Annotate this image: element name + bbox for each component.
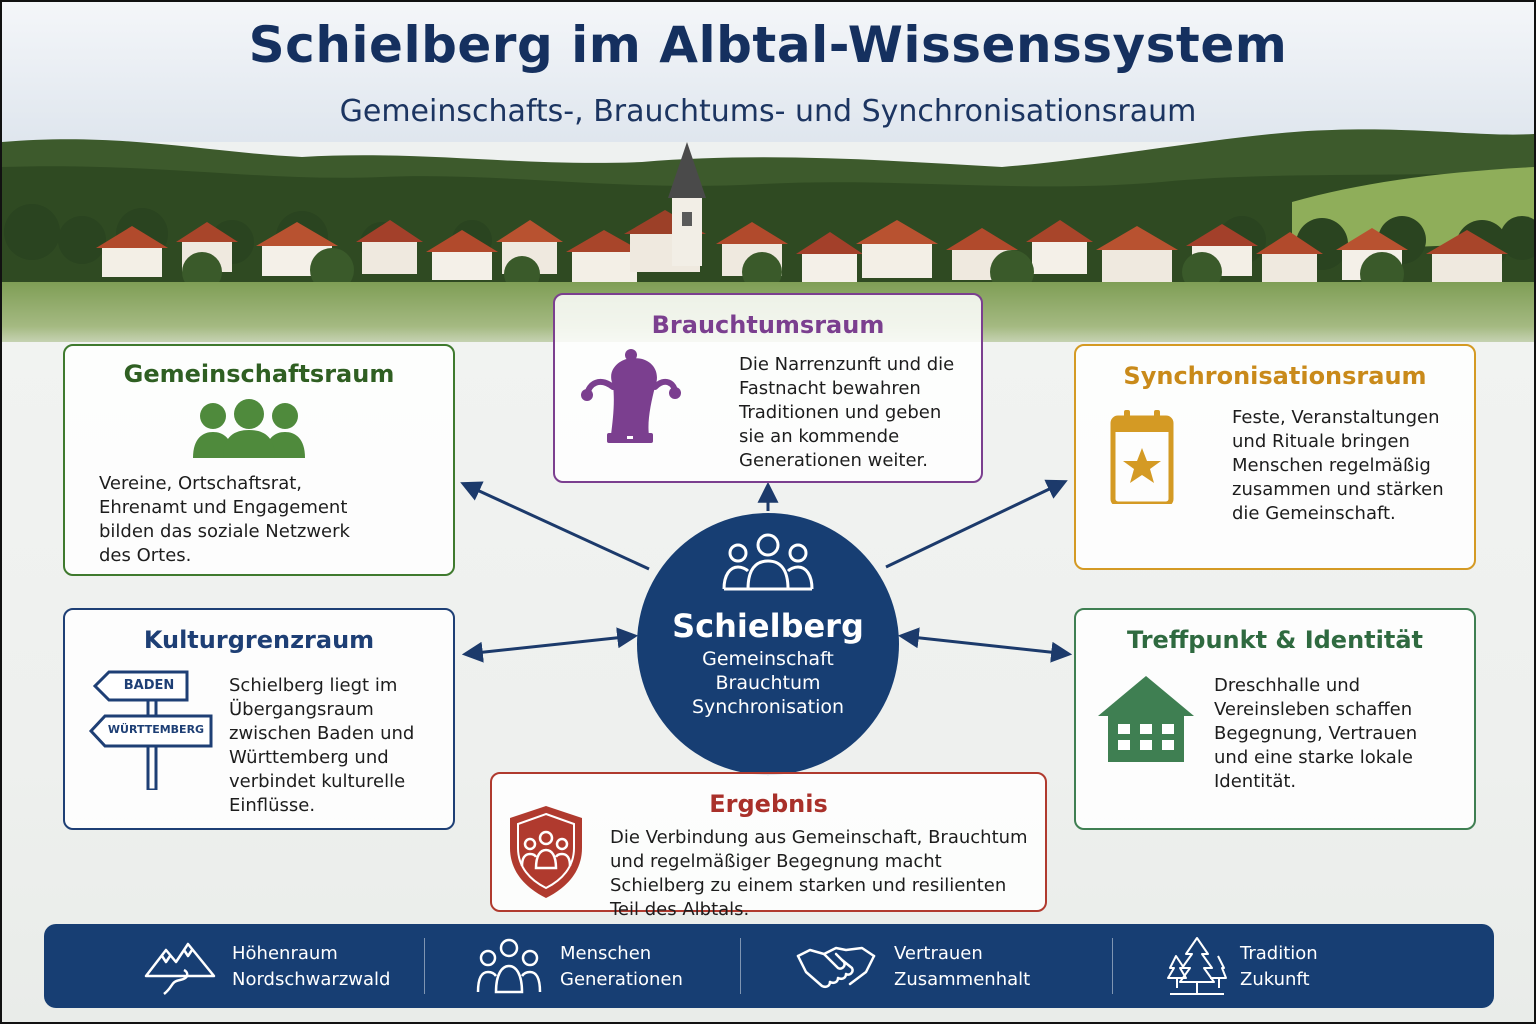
footer-line1: Höhenraum: [232, 943, 338, 964]
footer-line2: Zusammenhalt: [894, 969, 1031, 990]
box-kulturgrenzraum-text: Schielberg liegt im Übergangsraum zwisch…: [229, 675, 415, 816]
people-outline-icon: [722, 533, 814, 591]
page-subtitle: Gemeinschafts-, Brauchtums- und Synchron…: [339, 94, 1197, 129]
house-icon: [1098, 676, 1194, 762]
box-brauchtumsraum-title: Brauchtumsraum: [651, 311, 885, 339]
people-icon: [193, 399, 305, 458]
footer-item-menschen: Menschen Generationen: [424, 924, 740, 1008]
footer-divider: [740, 938, 741, 994]
box-gemeinschaftsraum-text: Vereine, Ortschaftsrat, Ehrenamt und Eng…: [99, 473, 350, 566]
center-schielberg: Schielberg Gemeinschaft Brauchtum Synchr…: [637, 513, 899, 775]
box-ergebnis-title: Ergebnis: [709, 790, 828, 818]
box-gemeinschaftsraum: Gemeinschaftsraum Vereine, Ortschaftsrat…: [63, 344, 455, 576]
center-line-brauchtum: Brauchtum: [715, 672, 821, 694]
footer-line1: Menschen: [560, 943, 652, 964]
box-brauchtumsraum-text: Die Narrenzunft und die Fastnacht bewahr…: [739, 354, 955, 471]
arrow-treffpunkt: [897, 627, 1073, 663]
arrow-to-gemeinschaft: [460, 481, 650, 571]
footer-divider: [424, 938, 425, 994]
footer-item-tradition-text: Tradition Zukunft: [1240, 941, 1318, 993]
mountain-icon: [144, 942, 216, 995]
box-synchronisationsraum-text: Feste, Veranstaltungen und Rituale bring…: [1232, 407, 1444, 524]
box-synchronisationsraum: Synchronisationsraum Feste, Veranstaltun…: [1074, 344, 1476, 570]
footer-bar: Höhenraum Nordschwarzwald Menschen Gener…: [44, 924, 1494, 1008]
box-brauchtumsraum: Brauchtumsraum Die Narrenzunft und die F…: [553, 293, 983, 483]
calendar-star-icon: [1110, 410, 1174, 504]
footer-item-vertrauen-text: Vertrauen Zusammenhalt: [894, 941, 1030, 993]
box-treffpunkt-title: Treffpunkt & Identität: [1126, 626, 1424, 654]
sign-wuerttemberg: WÜRTTEMBERG: [107, 723, 205, 736]
box-kulturgrenzraum: Kulturgrenzraum BADEN WÜRTTEMBERG Schiel…: [63, 608, 455, 830]
footer-line1: Tradition: [1240, 943, 1318, 964]
footer-item-menschen-text: Menschen Generationen: [560, 941, 683, 993]
footer-divider: [1112, 938, 1113, 994]
box-synchronisationsraum-title: Synchronisationsraum: [1123, 362, 1427, 390]
center-line-synchronisation: Synchronisation: [691, 696, 845, 718]
sign-baden: BADEN: [123, 678, 175, 693]
box-treffpunkt-text: Dreschhalle und Vereinsleben schaffen Be…: [1214, 675, 1418, 792]
handshake-icon: [796, 946, 876, 989]
footer-line2: Generationen: [560, 969, 683, 990]
footer-item-tradition: Tradition Zukunft: [1112, 924, 1494, 1008]
arrow-kulturgrenze: [461, 627, 639, 663]
arrow-to-synchronisation: [885, 479, 1068, 569]
box-kulturgrenzraum-title: Kulturgrenzraum: [143, 626, 375, 654]
footer-line1: Vertrauen: [894, 943, 983, 964]
sky: [2, 2, 1534, 142]
trees-icon: [1167, 937, 1227, 995]
signpost-icon: BADEN WÜRTTEMBERG: [87, 664, 217, 790]
footer-item-hoehenraum-text: Höhenraum Nordschwarzwald: [232, 941, 390, 993]
footer-line2: Nordschwarzwald: [232, 969, 391, 990]
box-treffpunkt-identitaet: Treffpunkt & Identität Dreschhalle und V…: [1074, 608, 1476, 830]
box-ergebnis: Ergebnis Die Verbindung aus Gemeinschaft…: [490, 772, 1047, 920]
box-ergebnis-text: Die Verbindung aus Gemeinschaft, Braucht…: [610, 827, 1028, 920]
box-gemeinschaftsraum-title: Gemeinschaftsraum: [123, 360, 395, 388]
people-icon: [476, 938, 542, 994]
village-landscape-illustration: [2, 129, 1534, 362]
shield-people-icon: [510, 806, 582, 898]
center-line-gemeinschaft: Gemeinschaft: [702, 648, 834, 670]
page-title: Schielberg im Albtal-Wissenssystem: [248, 16, 1288, 74]
footer-line2: Zukunft: [1240, 969, 1310, 990]
footer-item-vertrauen: Vertrauen Zusammenhalt: [740, 924, 1112, 1008]
center-title: Schielberg: [672, 607, 864, 645]
footer-item-hoehenraum: Höhenraum Nordschwarzwald: [44, 924, 424, 1008]
jester-hat-icon: [581, 349, 681, 443]
